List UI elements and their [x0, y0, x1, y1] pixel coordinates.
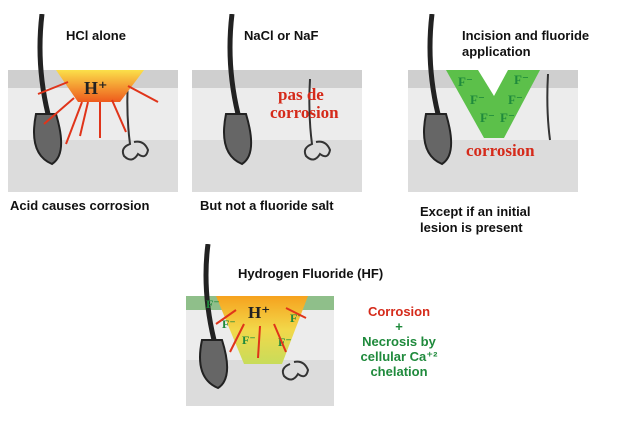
- hair-shaft: [37, 14, 51, 115]
- panel-salt-title: NaCl or NaF: [244, 28, 319, 43]
- hair-follicle: [199, 339, 229, 390]
- panel-salt-illustration: pas de corrosion: [192, 14, 364, 192]
- fluoride-ions: F⁻ F⁻ F⁻ F⁻ F⁻ F⁻: [458, 72, 529, 125]
- overlay-text-line1: pas de: [278, 85, 324, 104]
- panel-hcl-caption: Acid causes corrosion: [10, 198, 150, 213]
- fluoride-ion: F⁻: [470, 92, 485, 107]
- panel-incision-title-line2: application: [462, 44, 531, 59]
- panel-incision-title-line1: Incision and fluoride: [462, 28, 590, 43]
- hair-shaft: [427, 14, 441, 115]
- legend-necrosis-line2: cellular Ca⁺²: [360, 349, 438, 364]
- fluoride-ion: F⁻: [508, 92, 523, 107]
- epidermis-layer: [192, 70, 362, 88]
- overlay-text-line2: corrosion: [270, 103, 339, 122]
- incision-notch: [478, 70, 508, 96]
- legend-necrosis-line3: chelation: [370, 364, 428, 379]
- hf-legend: Corrosion + Necrosis by cellular Ca⁺² ch…: [345, 304, 453, 379]
- sweat-gland: [281, 360, 310, 381]
- dermis-layer: [192, 88, 362, 140]
- panel-hcl-title: HCl alone: [66, 28, 126, 43]
- panel-hf-illustration: H⁺ F⁻ F⁻ F⁻ F⁻ F⁻: [186, 244, 336, 408]
- fluoride-ion: F⁻: [222, 317, 236, 331]
- hypodermis-layer: [8, 140, 178, 192]
- panel-hf-title: Hydrogen Fluoride (HF): [238, 266, 384, 281]
- hf-zone: [216, 296, 308, 364]
- hair-follicle: [423, 113, 453, 166]
- panel-incision-caption-line2: lesion is present: [420, 220, 523, 235]
- corrosion-arrows: [37, 81, 159, 145]
- hypodermis-layer: [192, 140, 362, 192]
- hair-shaft: [203, 244, 217, 341]
- hf-fluoride-ions: F⁻ F⁻ F⁻ F⁻ F⁻: [206, 297, 304, 349]
- hplus-ion: H⁺: [248, 303, 270, 322]
- corrosion-arrows: [215, 307, 307, 359]
- legend-corrosion: Corrosion: [367, 304, 431, 319]
- fluoride-ion: F⁻: [500, 110, 515, 125]
- hair-shaft: [227, 14, 241, 115]
- fluoride-ion: F⁻: [206, 297, 220, 311]
- fluoride-ion: F⁻: [514, 72, 529, 87]
- panel-incision-illustration: F⁻ F⁻ F⁻ F⁻ F⁻ F⁻ corrosion: [408, 14, 580, 192]
- sweat-gland: [303, 78, 332, 161]
- sweat-gland: [546, 73, 551, 141]
- overlay-text: corrosion: [466, 141, 535, 160]
- fluoride-ion: F⁻: [242, 333, 256, 347]
- panel-hcl-illustration: H⁺: [8, 14, 180, 192]
- fluoride-zone: [446, 70, 540, 138]
- panel-incision-caption-line1: Except if an initial: [420, 204, 531, 219]
- hair-follicle: [33, 113, 63, 166]
- panel-salt-caption: But not a fluoride salt: [200, 198, 334, 213]
- fluoride-ion: F⁻: [278, 335, 292, 349]
- acid-zone: [56, 70, 144, 102]
- fluoride-ion: F⁻: [458, 74, 473, 89]
- legend-necrosis-line1: Necrosis by: [362, 334, 436, 349]
- legend-plus: +: [395, 319, 403, 334]
- fluoride-ion: F⁻: [480, 110, 495, 125]
- sweat-gland: [121, 78, 150, 161]
- hair-follicle: [223, 113, 253, 166]
- hplus-ion: H⁺: [84, 78, 108, 98]
